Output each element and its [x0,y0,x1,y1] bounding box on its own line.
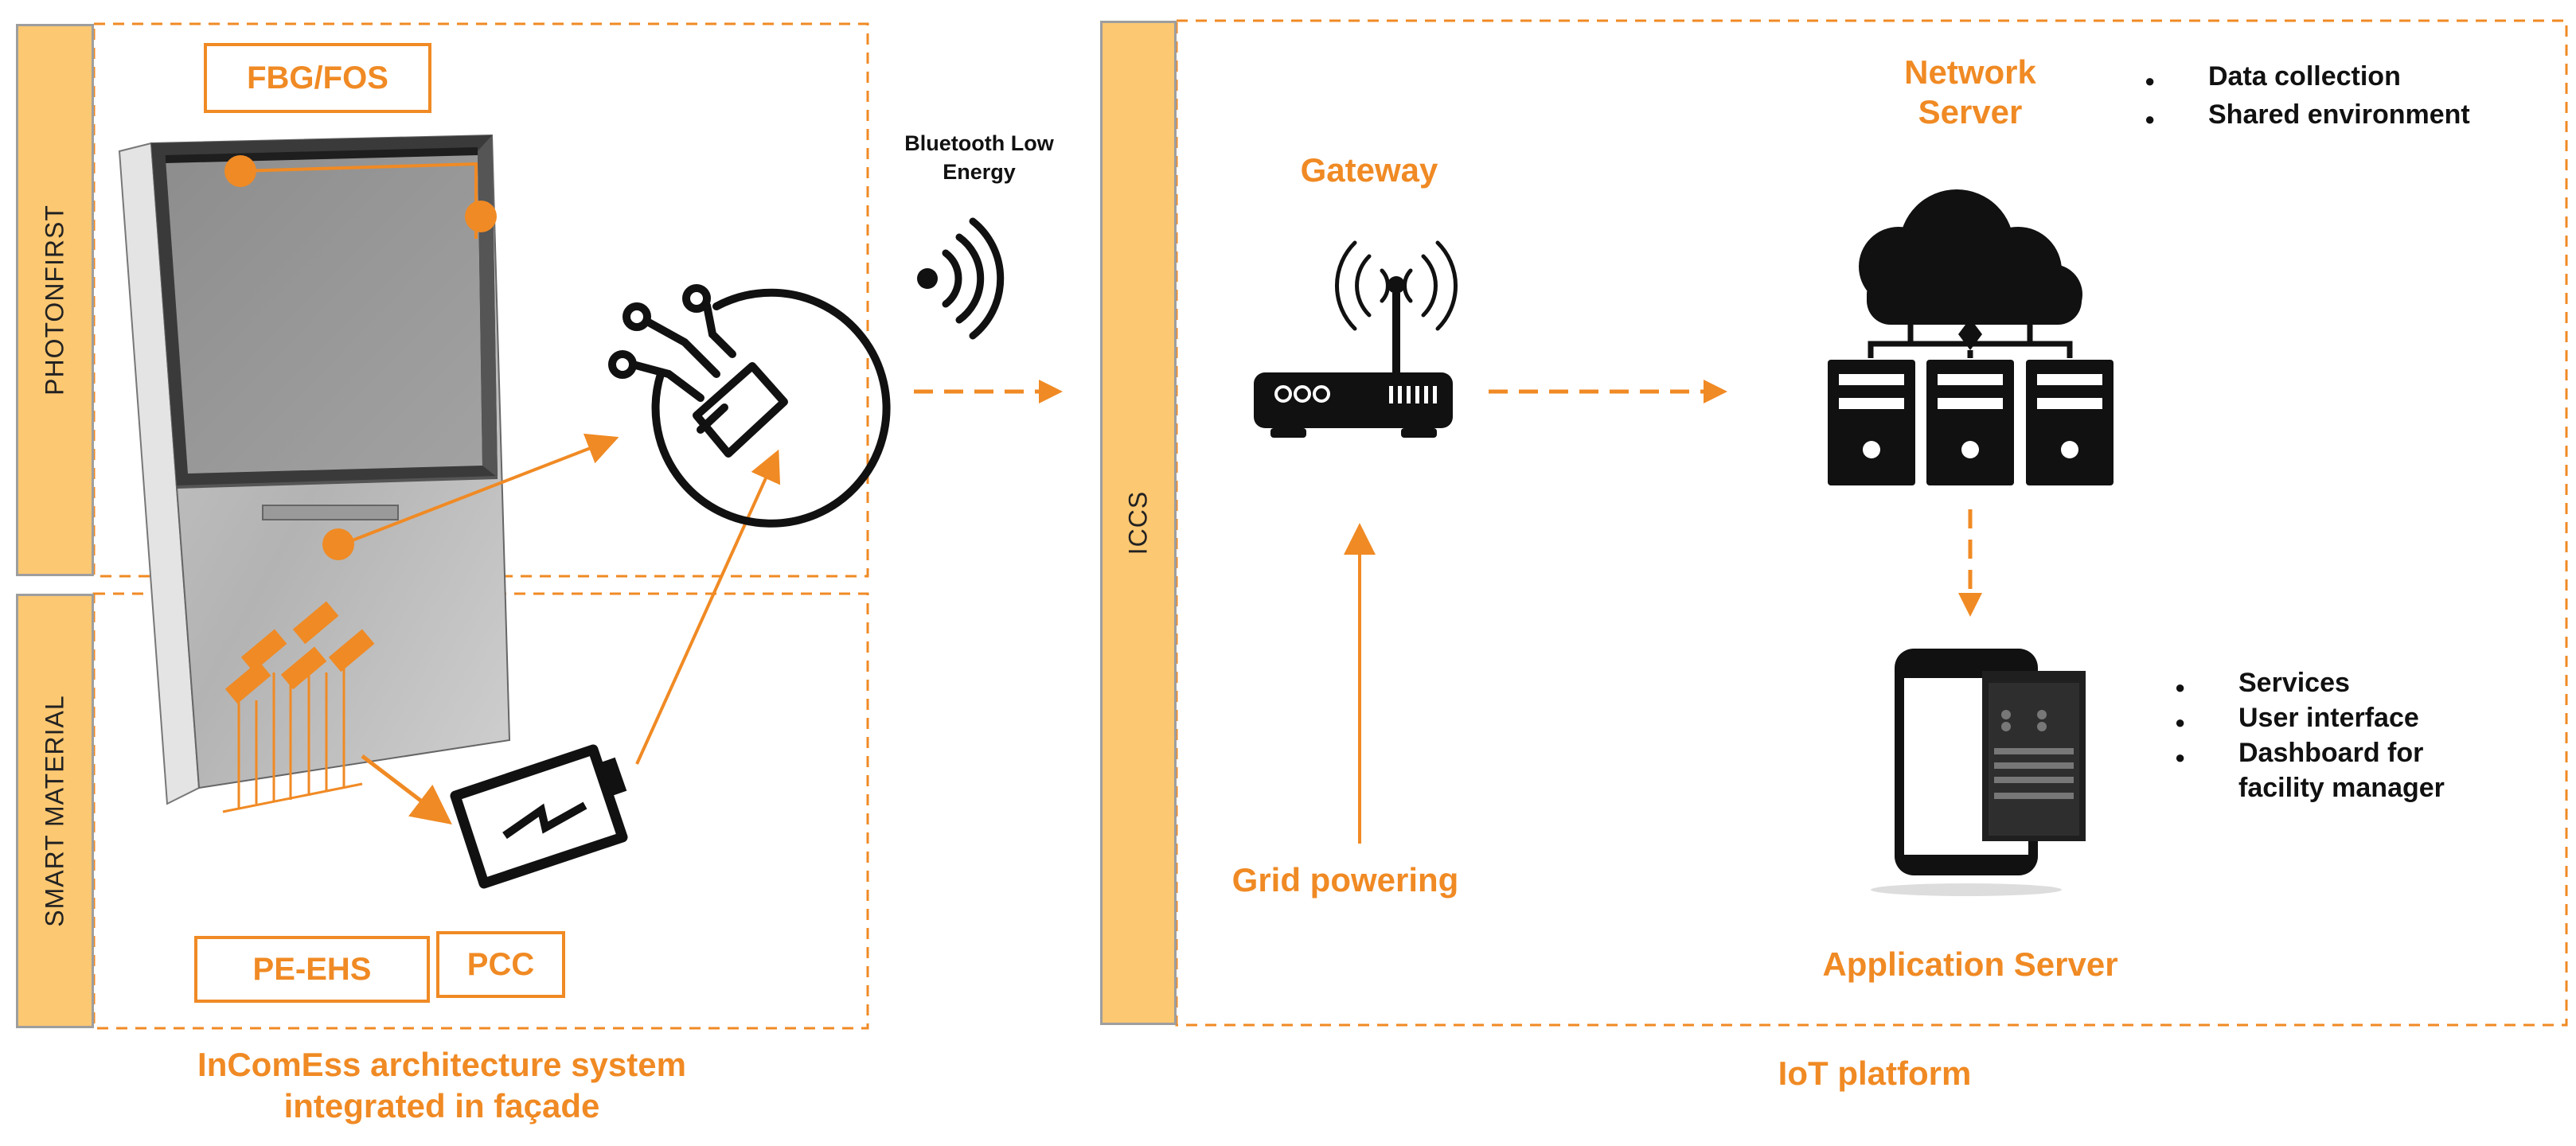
smartphone-app-icon [1871,649,2086,896]
cloud-server-icon [1828,189,2113,485]
application-server-bullets: Services User interface Dashboard for fa… [2175,665,2509,805]
network-server-title-line1: Network [1904,53,2036,91]
photonfirst-side-label: PHOTONFIRST [16,24,94,576]
bluetooth-label-line1: Bluetooth Low [904,131,1054,155]
network-server-title-line2: Server [1918,93,2023,131]
iot-platform-caption: IoT platform [1778,1054,1972,1092]
pcc-tag: PCC [436,931,565,998]
bluetooth-label: Bluetooth Low Energy [868,129,1091,186]
sensor-dot-bottom [322,528,354,560]
piezo-elements [224,601,375,704]
iccs-side-label: ICCS [1100,21,1177,1025]
iot-dashed-frame [1175,19,2568,1027]
sensor-dot-top [224,155,256,187]
facade-caption: InComEss architecture system integrated … [32,1044,852,1127]
facade-caption-line1: InComEss architecture system [197,1046,686,1083]
pe-ehs-tag: PE-EHS [194,936,430,1003]
processing-unit-icon [608,284,891,528]
battery-icon [450,744,628,889]
bullet-shared-environment: Shared environment [2145,96,2470,138]
application-server-title: Application Server [1822,945,2118,983]
grid-powering-title: Grid powering [1231,861,1459,898]
photonfirst-dashed-frame [92,22,869,578]
smart-material-side-label: SMART MATERIAL [16,594,94,1028]
bullet-services: Services [2175,665,2509,705]
wireless-signal-icon [917,217,1005,340]
gateway-title: Gateway [1300,151,1438,189]
iccs-label-text: ICCS [1123,490,1153,555]
smart-material-label-text: SMART MATERIAL [40,695,69,927]
network-server-title: Network Server [1839,53,2102,132]
photonfirst-label-text: PHOTONFIRST [40,205,69,396]
bullet-user-interface: User interface [2175,700,2509,740]
facade-panel-illustration [118,134,511,805]
network-server-bullets: Data collection Shared environment [2145,57,2470,138]
bluetooth-label-line2: Energy [943,160,1016,184]
fbg-fos-tag: FBG/FOS [204,43,431,113]
facade-caption-line2: integrated in façade [283,1087,600,1125]
bullet-data-collection: Data collection [2145,57,2470,100]
sensor-dot-right [465,201,497,232]
bullet-dashboard: Dashboard for facility manager [2175,735,2509,805]
router-icon [1254,240,1458,438]
